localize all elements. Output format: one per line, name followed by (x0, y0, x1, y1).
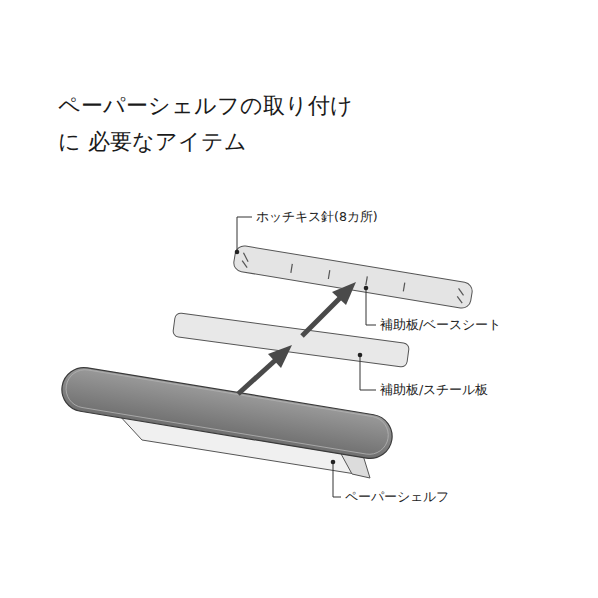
part-label: ペーパーシェルフ (343, 488, 451, 506)
part-label: 補助板/ベースシート (378, 316, 503, 334)
staples (241, 253, 464, 303)
leader-lines (237, 217, 376, 497)
assembly-arrows (238, 282, 356, 394)
shelf-board (59, 364, 396, 461)
steel-plate (172, 312, 409, 367)
part-label: 補助板/スチール板 (378, 381, 490, 399)
leader-dots (235, 250, 369, 465)
title: ペーパーシェルフの取り付けに 必要なアイテム (58, 88, 375, 160)
staple-label: ホッチキス針(8カ所) (254, 208, 380, 226)
base-sheet (232, 245, 473, 310)
